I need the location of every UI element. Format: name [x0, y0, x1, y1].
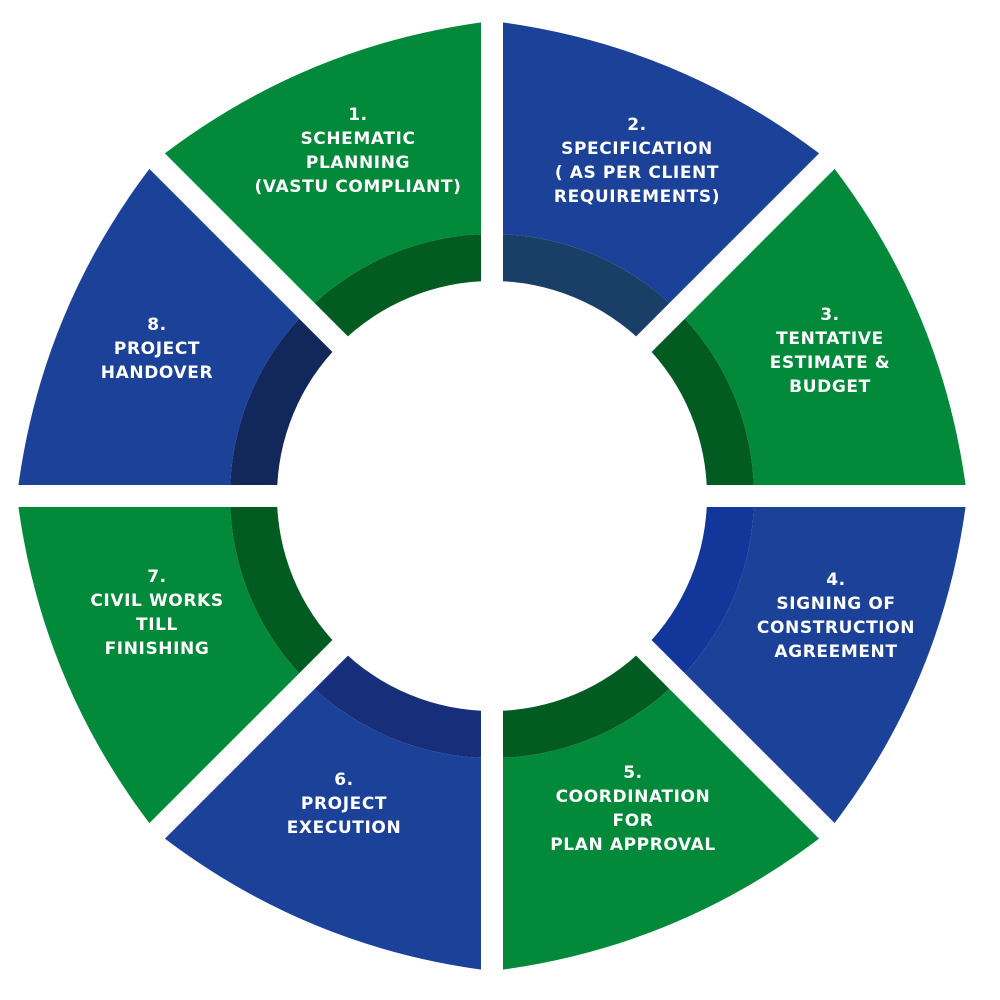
segment-5-label: 5. COORDINATION FOR PLAN APPROVAL — [550, 763, 716, 855]
segment-label-line: FOR — [613, 811, 654, 831]
segment-label-line: SPECIFICATION — [561, 139, 713, 159]
segment-number: 5. — [623, 763, 643, 783]
segment-number: 2. — [627, 115, 647, 135]
segment-label-line: REQUIREMENTS) — [554, 187, 720, 207]
segment-number: 4. — [826, 570, 846, 590]
segment-label-line: EXECUTION — [287, 818, 402, 838]
segment-label-line: FINISHING — [105, 639, 210, 659]
labels-layer: 1. SCHEMATIC PLANNING (VASTU COMPLIANT) 2. SP… — [90, 105, 915, 855]
segment-number: 8. — [147, 315, 167, 335]
segment-number: 3. — [820, 305, 840, 325]
separator-gap-1 — [120, 124, 352, 356]
segment-label-line: HANDOVER — [101, 363, 213, 383]
segment-label-line: PROJECT — [301, 794, 387, 814]
segment-6-inner-band — [306, 646, 492, 758]
center-hole — [277, 281, 707, 711]
segment-label-line: PLANNING — [306, 153, 410, 173]
segment-label-line: BUDGET — [789, 377, 871, 397]
segment-number: 6. — [334, 770, 354, 790]
segment-label-line: TENTATIVE — [776, 329, 884, 349]
segment-label-line: CIVIL WORKS — [90, 591, 223, 611]
segment-label-line: ( AS PER CLIENT — [555, 163, 719, 183]
segment-label-line: CONSTRUCTION — [757, 618, 915, 638]
segment-label-line: SIGNING OF — [776, 594, 895, 614]
segment-4-inner-band — [642, 496, 754, 682]
segment-3-label: 3. TENTATIVE ESTIMATE & BUDGET — [770, 305, 890, 397]
segment-6-label: 6. PROJECT EXECUTION — [287, 770, 402, 838]
segment-4-label: 4. SIGNING OF CONSTRUCTION AGREEMENT — [757, 570, 915, 662]
segment-5-inner-band — [492, 646, 678, 758]
separator-gap-7 — [120, 636, 352, 868]
segment-1-inner-band — [306, 234, 492, 346]
segment-label-line: SCHEMATIC — [300, 129, 415, 149]
segment-label-line: AGREEMENT — [774, 642, 897, 662]
segment-label-line: PLAN APPROVAL — [550, 835, 716, 855]
segment-label-line: PROJECT — [114, 339, 200, 359]
segment-label-line: (VASTU COMPLIANT) — [255, 177, 462, 197]
segment-2-label: 2. SPECIFICATION ( AS PER CLIENT REQUIREMEN… — [554, 115, 720, 207]
segment-8-label: 8. PROJECT HANDOVER — [101, 315, 213, 383]
segment-label-line: COORDINATION — [556, 787, 711, 807]
segment-1-label: 1. SCHEMATIC PLANNING (VASTU COMPLIANT) — [255, 105, 462, 197]
separator-gap-5 — [632, 636, 864, 868]
separator-gap-3 — [632, 124, 864, 356]
segment-3-inner-band — [642, 310, 754, 496]
segment-label-line: ESTIMATE & — [770, 353, 890, 373]
segment-7-label: 7. CIVIL WORKS TILL FINISHING — [90, 567, 223, 659]
segment-number: 1. — [348, 105, 368, 125]
segment-number: 7. — [147, 567, 167, 587]
segment-2-inner-band — [492, 234, 678, 346]
segment-8-inner-band — [230, 310, 342, 496]
segment-label-line: TILL — [136, 615, 178, 635]
segment-7-inner-band — [230, 496, 342, 682]
